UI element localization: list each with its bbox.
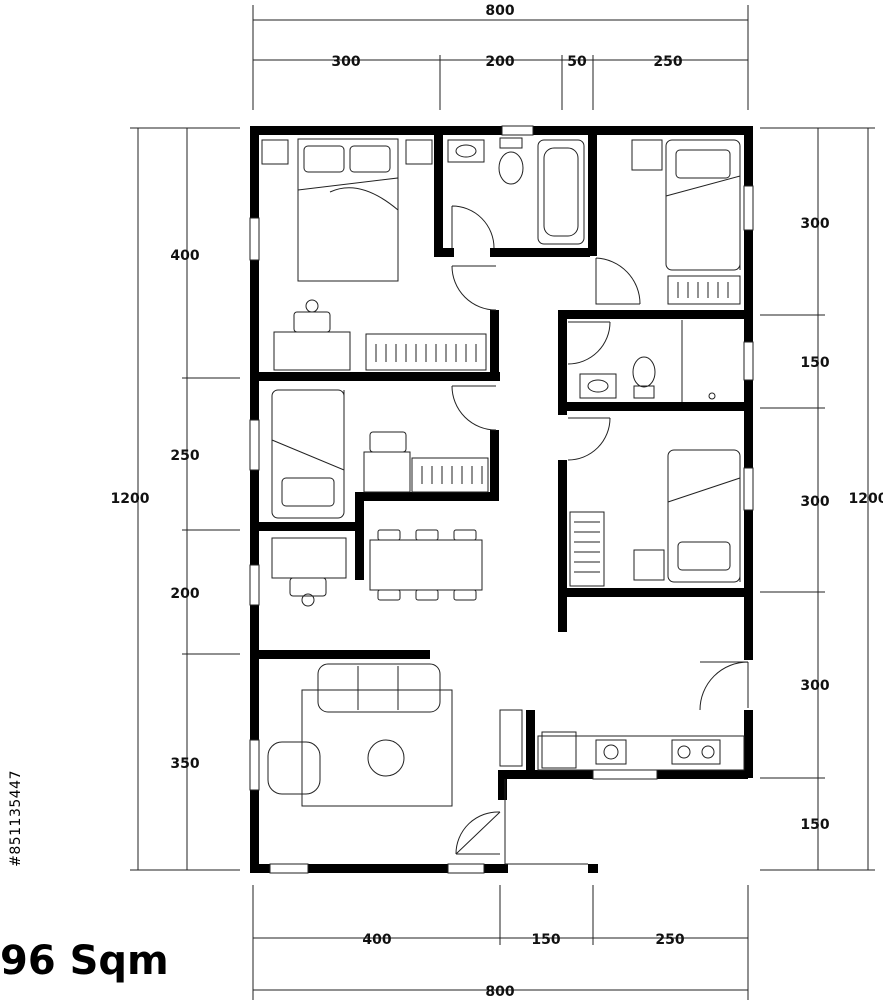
dim-left-seg-4: 350 [170,756,199,772]
dim-right-seg-4: 300 [800,678,829,694]
dimension-lines [130,5,875,1000]
dim-left-seg-1: 400 [170,248,199,264]
stock-id: #851135447 [8,770,24,867]
dim-top-total: 800 [485,3,514,19]
dim-bottom-total: 800 [485,984,514,1000]
dim-right-seg-3: 300 [800,494,829,510]
bed-bedroom-3 [631,139,741,305]
walls [250,126,753,873]
dim-top-seg-1: 300 [331,54,360,70]
living-room-furniture [267,663,523,807]
wardrobe-bedroom-1 [365,333,487,371]
master-bed [297,138,399,282]
desk-bedroom-1 [273,299,351,371]
dining-table [369,529,483,601]
study-desk [271,537,347,607]
area-label: 96 Sqm [0,938,169,984]
bed-bedroom-4 [569,449,741,587]
dim-top-seg-3: 50 [567,54,587,70]
dim-right-total: 1200 [849,491,883,507]
nightstands [261,139,433,165]
dim-top-seg-2: 200 [485,54,514,70]
dim-bottom-seg-3: 250 [655,932,684,948]
dim-right-seg-1: 300 [800,216,829,232]
dim-right-seg-2: 150 [800,355,829,371]
bed-bedroom-2 [271,389,489,519]
dim-bottom-seg-1: 400 [362,932,391,948]
kitchen-counter [537,731,745,771]
dim-left-seg-3: 200 [170,586,199,602]
dim-top-seg-4: 250 [653,54,682,70]
dim-bottom-seg-2: 150 [531,932,560,948]
bathroom-2-fixtures [579,320,716,402]
dim-left-seg-2: 250 [170,448,199,464]
dim-right-seg-5: 150 [800,817,829,833]
dim-left-total: 1200 [111,491,150,507]
windows [249,125,754,874]
bathroom-fixtures [447,137,585,245]
doors [451,205,749,865]
